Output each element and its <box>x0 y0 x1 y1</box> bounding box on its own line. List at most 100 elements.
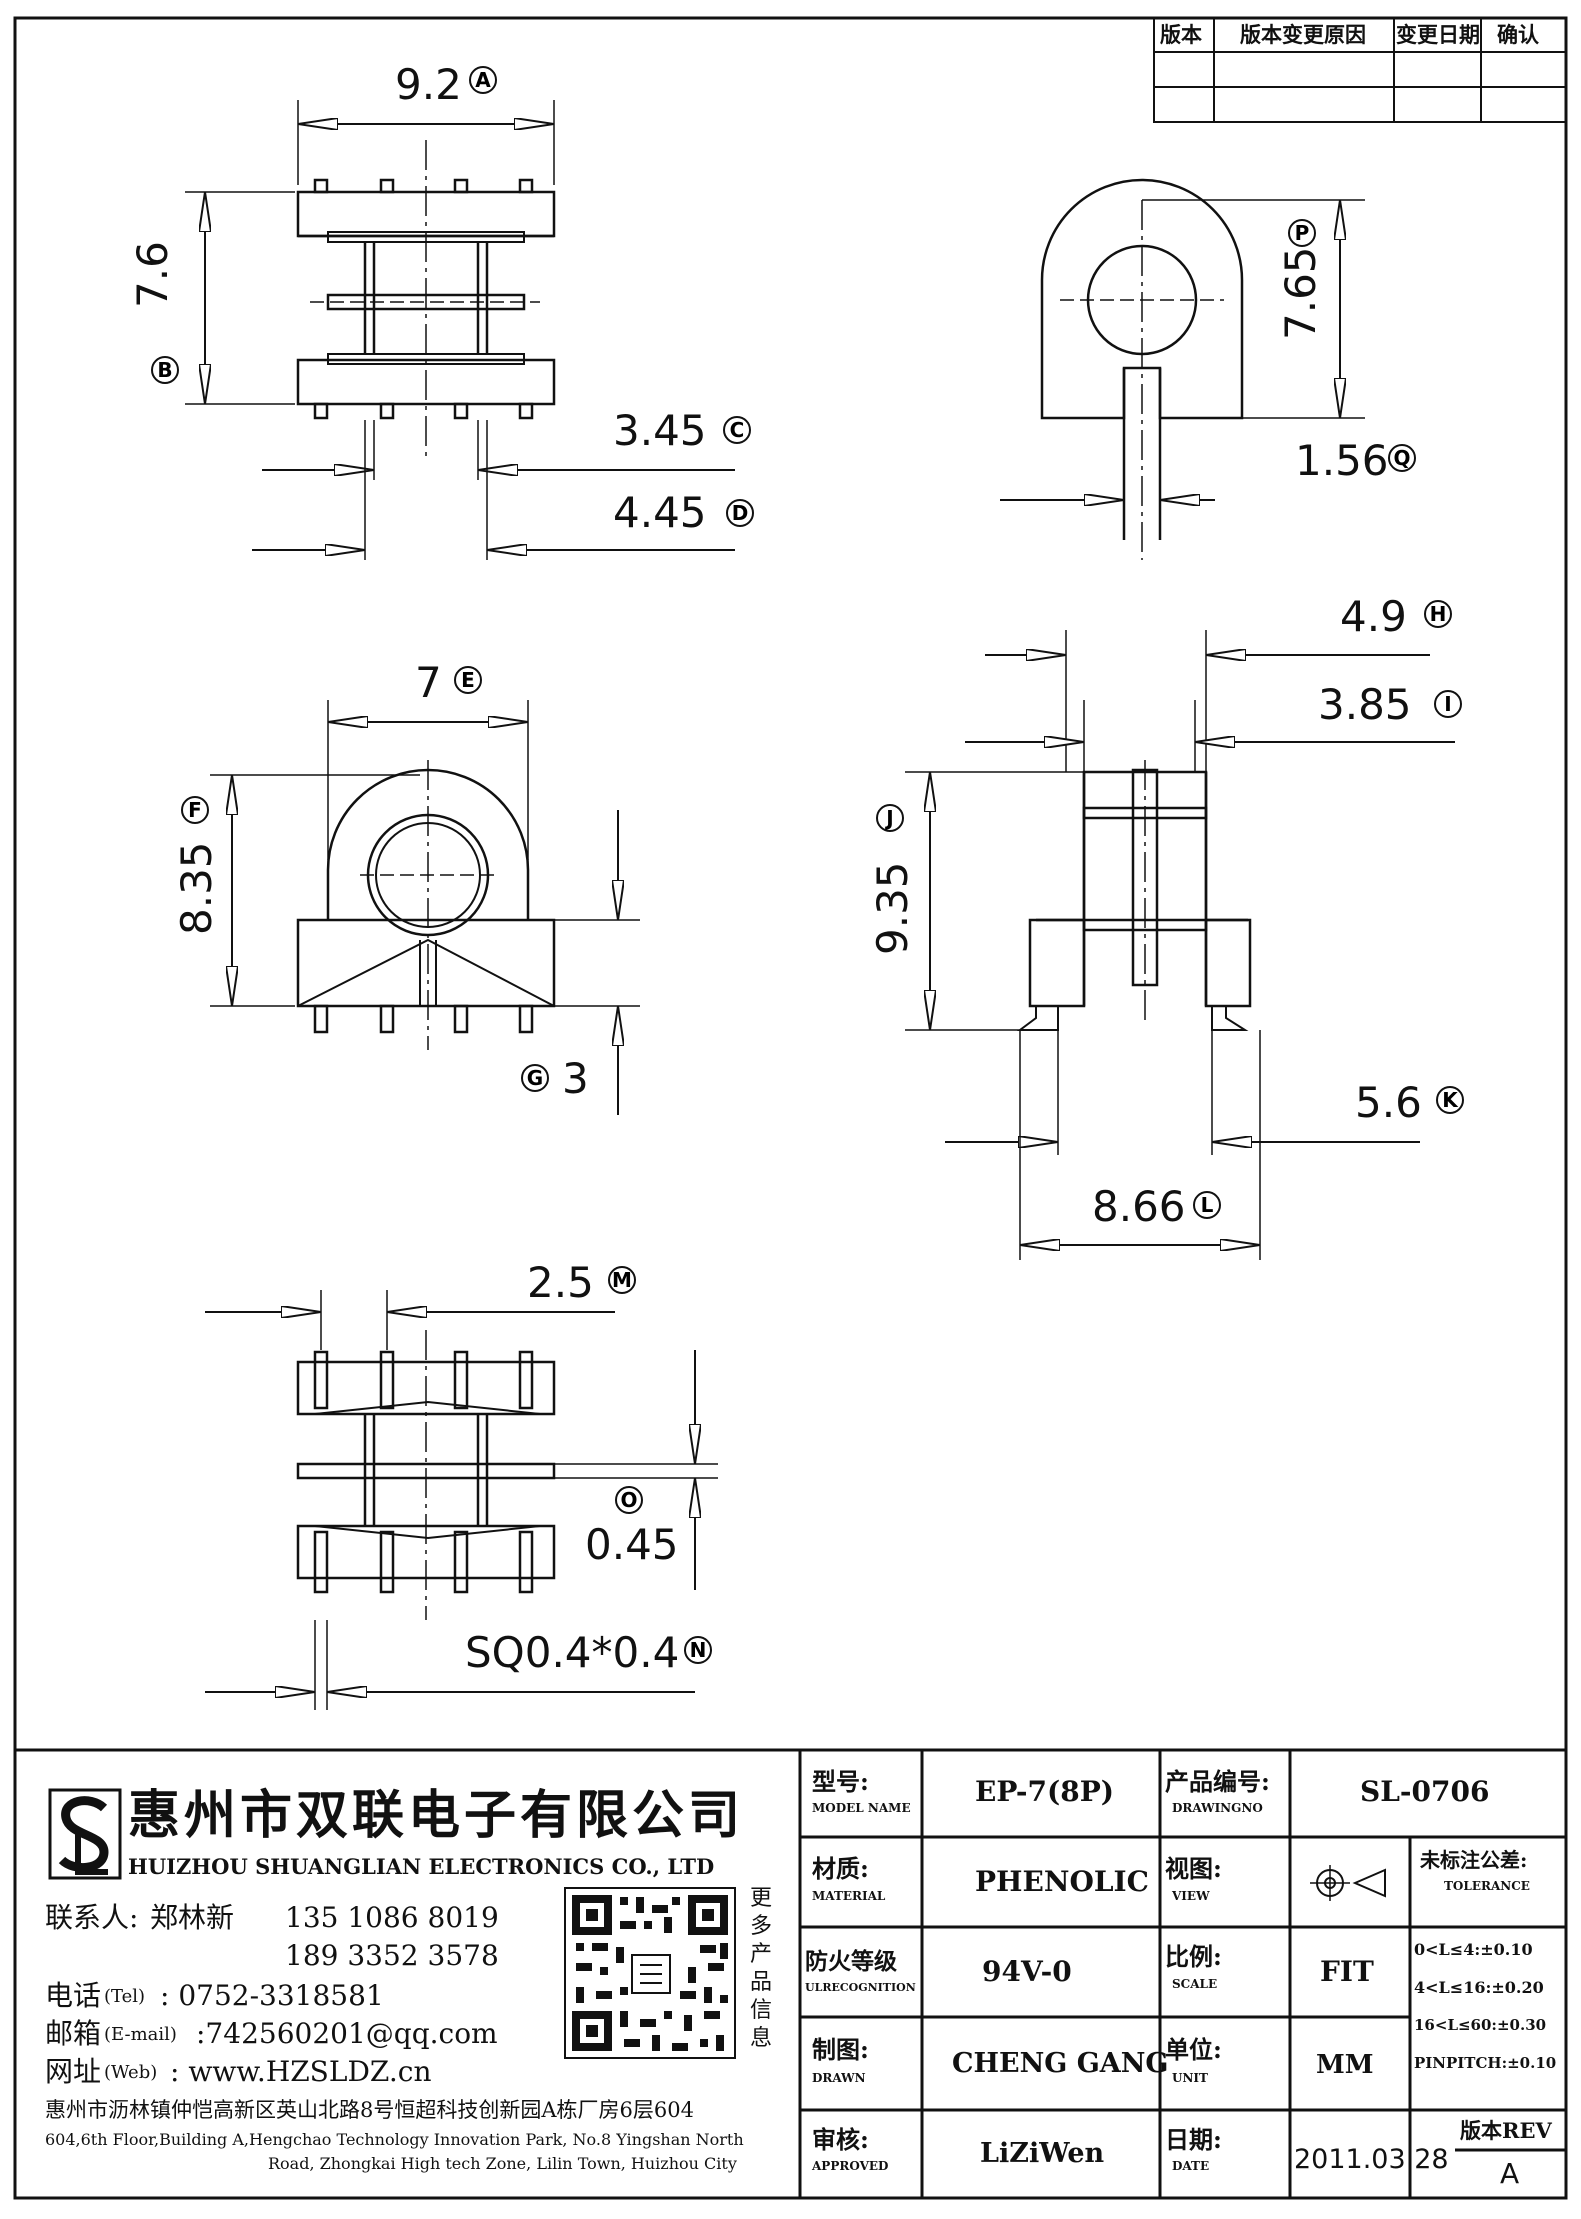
material-value: PHENOLIC <box>975 1865 1149 1898</box>
dim-G-value: 3 <box>562 1054 589 1103</box>
svg-text:H: H <box>1430 602 1447 626</box>
dim-A-value: 9.2 <box>395 60 462 109</box>
scale-value: FIT <box>1320 1955 1374 1988</box>
contact-label: 联系人: <box>45 1901 139 1934</box>
company-name-cn: 惠州市双联电子有限公司 <box>128 1785 745 1846</box>
svg-text:P: P <box>1295 221 1310 245</box>
ul-label: 防火等级 <box>805 1948 897 1975</box>
tolerance-sub: TOLERANCE <box>1444 1879 1530 1893</box>
dim-Q-value: 1.56 <box>1295 436 1389 485</box>
model-sub: MODEL NAME <box>812 1801 911 1815</box>
drawing-no-label: 产品编号: <box>1165 1767 1270 1796</box>
tel-value: : 0752-3318581 <box>160 1979 384 2012</box>
unit-sub: UNIT <box>1172 2071 1208 2085</box>
more-products-6: 息 <box>750 2026 773 2051</box>
email-label: 邮箱 <box>45 2017 102 2050</box>
material-sub: MATERIAL <box>812 1889 886 1903</box>
approved-sub: APPROVED <box>812 2159 889 2173</box>
dim-M-value: 2.5 <box>527 1258 594 1307</box>
model-label: 型号: <box>812 1767 869 1796</box>
projection-symbol <box>1310 1865 1386 1901</box>
svg-text:J: J <box>884 806 893 830</box>
dim-L-value: 8.66 <box>1092 1182 1186 1231</box>
view-sub: VIEW <box>1172 1889 1210 1903</box>
ref-letter-N: N <box>684 1636 712 1664</box>
email-value: :742560201@qq.com <box>196 2017 498 2050</box>
svg-text:Q: Q <box>1393 446 1410 470</box>
svg-text:F: F <box>188 798 202 822</box>
address-en-2: Road, Zhongkai High tech Zone, Lilin Tow… <box>268 2154 737 2173</box>
dim-C-value: 3.45 <box>613 406 707 455</box>
approved-value: LiZiWen <box>980 2138 1105 2169</box>
date-sub: DATE <box>1172 2159 1210 2173</box>
revision-header-reason: 版本变更原因 <box>1240 22 1366 47</box>
ref-letter-C: C <box>723 416 751 444</box>
rev-label: 版本REV <box>1460 2118 1552 2143</box>
rev-value: A <box>1500 2157 1520 2190</box>
dim-K-value: 5.6 <box>1355 1078 1422 1127</box>
revision-header-version: 版本 <box>1160 22 1202 47</box>
qr-code <box>564 1887 736 2059</box>
svg-text:A: A <box>475 68 491 92</box>
company-name-en: HUIZHOU SHUANGLIAN ELECTRONICS CO., LTD <box>128 1854 715 1879</box>
svg-text:I: I <box>1444 692 1451 716</box>
scale-sub: SCALE <box>1172 1977 1218 1991</box>
more-products-1: 更 <box>750 1886 773 1911</box>
more-products-5: 信 <box>750 1998 773 2023</box>
svg-text:O: O <box>620 1488 637 1512</box>
drawn-label: 制图: <box>812 2035 869 2064</box>
ref-letter-L: L <box>1193 1191 1221 1219</box>
dim-O-value: 0.45 <box>585 1520 679 1569</box>
dim-P-value: 7.65 <box>1276 246 1325 340</box>
dim-J-value: 9.35 <box>868 861 917 955</box>
ref-letter-D: D <box>726 499 754 527</box>
ul-sub: ULRECOGNITION <box>805 1981 916 1994</box>
svg-text:L: L <box>1201 1193 1214 1217</box>
dim-E-value: 7 <box>415 658 442 707</box>
ref-letter-E: E <box>454 666 482 694</box>
tolerance-4: PINPITCH:±0.10 <box>1414 2054 1557 2072</box>
ref-letter-Q: Q <box>1388 444 1416 472</box>
svg-text:C: C <box>730 418 745 442</box>
contact-phone-1: 135 1086 8019 <box>285 1901 499 1934</box>
svg-text:D: D <box>732 501 749 525</box>
svg-text:K: K <box>1442 1088 1459 1112</box>
view-label: 视图: <box>1165 1854 1222 1883</box>
revision-header-date: 变更日期 <box>1396 22 1480 47</box>
more-products-4: 品 <box>750 1970 773 1995</box>
tolerance-3: 16<L≤60:±0.30 <box>1414 2016 1547 2034</box>
ref-letter-I: I <box>1434 690 1462 718</box>
svg-text:N: N <box>690 1638 707 1662</box>
drawn-value: CHENG GANG <box>952 2048 1169 2079</box>
model-value: EP-7(8P) <box>975 1775 1115 1808</box>
unit-value: MM <box>1316 2050 1374 2080</box>
title-block-grid <box>800 1750 1566 2198</box>
drawn-sub: DRAWN <box>812 2071 866 2085</box>
ref-letter-J: J <box>876 804 904 832</box>
view-end <box>210 700 640 1115</box>
scale-label: 比例: <box>1165 1942 1222 1971</box>
web-sub: (Web) <box>104 2062 158 2083</box>
email-sub: (E-mail) <box>104 2024 177 2045</box>
dim-D-value: 4.45 <box>613 488 707 537</box>
date-label: 日期: <box>1165 2125 1222 2154</box>
contact-name: 郑林新 <box>150 1901 235 1934</box>
svg-text:E: E <box>461 668 475 692</box>
dim-F-value: 8.35 <box>172 841 221 935</box>
svg-text:G: G <box>527 1066 543 1090</box>
drawing-no-sub: DRAWINGNO <box>1172 1801 1263 1815</box>
approved-label: 审核: <box>812 2125 869 2154</box>
dim-I-value: 3.85 <box>1318 680 1412 729</box>
dim-N-value: SQ0.4*0.4 <box>465 1628 680 1677</box>
ref-letter-G: G <box>521 1064 549 1092</box>
ref-letter-H: H <box>1424 600 1452 628</box>
revision-header-confirm: 确认 <box>1497 22 1539 47</box>
drawing-no-value: SL-0706 <box>1360 1775 1490 1808</box>
tolerance-label: 未标注公差: <box>1420 1848 1528 1872</box>
unit-label: 单位: <box>1165 2035 1222 2064</box>
more-products-3: 产 <box>750 1942 773 1967</box>
svg-text:B: B <box>157 358 172 382</box>
address-en-1: 604,6th Floor,Building A,Hengchao Techno… <box>45 2130 744 2149</box>
